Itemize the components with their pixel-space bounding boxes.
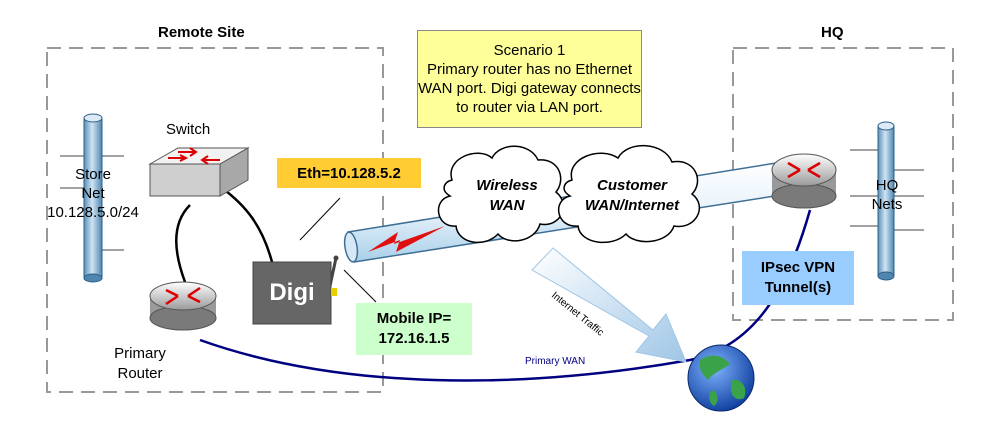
- ipsec-line-1: IPsec VPN: [760, 259, 836, 276]
- store-net-subnet: 10.128.5.0/24: [47, 204, 139, 221]
- customer-wan-line-2: WAN/Internet: [584, 197, 680, 214]
- switch-icon: [148, 147, 250, 197]
- primary-wan-label: Primary WAN: [525, 356, 586, 367]
- wireless-wan-cloud: [437, 145, 565, 244]
- primary-router-label: Primary Router: [100, 344, 180, 384]
- eth-address-badge: Eth=10.128.5.2: [277, 158, 421, 188]
- wireless-wan-label: Wireless WAN: [462, 176, 552, 216]
- store-net-line-1: Store: [75, 166, 111, 183]
- store-net-label: Store Net 10.128.5.0/24: [34, 165, 152, 222]
- remote-site-region: [46, 47, 384, 393]
- hq-nets-line-2: Nets: [871, 196, 903, 213]
- customer-wan-label: Customer WAN/Internet: [568, 176, 696, 216]
- store-net-line-2: Net: [81, 185, 105, 202]
- eth-pointer-line: [299, 197, 341, 241]
- ipsec-vpn-badge: IPsec VPN Tunnel(s): [742, 251, 854, 305]
- internet-traffic-arrow: [531, 247, 687, 363]
- wireless-wan-line-1: Wireless: [476, 177, 538, 194]
- hq-router-icon: [771, 153, 837, 209]
- switch-to-digi-cable: [221, 186, 274, 263]
- switch-to-router-cable: [175, 204, 191, 283]
- primary-router-icon: [149, 281, 217, 331]
- scenario-line-2: Primary router has no Ethernet: [426, 61, 633, 78]
- primary-router-line-1: Primary: [114, 345, 166, 362]
- digi-gateway-icon: [252, 255, 339, 325]
- ipsec-line-2: Tunnel(s): [764, 279, 832, 296]
- switch-label: Switch: [166, 121, 211, 138]
- internet-globe-icon: [687, 344, 755, 412]
- scenario-line-3: WAN port. Digi gateway connects: [418, 80, 641, 97]
- hq-nets-post: [850, 121, 924, 281]
- hq-nets-label: HQ Nets: [852, 176, 922, 214]
- store-net-post: [60, 113, 124, 283]
- scenario-note: Scenario 1 Primary router has no Etherne…: [417, 30, 642, 128]
- primary-router-line-2: Router: [117, 365, 163, 382]
- customer-wan-cloud: [557, 144, 701, 244]
- digi-device-label: Digi: [269, 279, 315, 306]
- scenario-line-1: Scenario 1: [493, 42, 566, 59]
- customer-wan-line-1: Customer: [596, 177, 667, 194]
- mobile-ip-line-2: 172.16.1.5: [378, 330, 450, 347]
- hq-nets-line-1: HQ: [875, 177, 899, 194]
- mobile-ip-pointer-line: [343, 269, 377, 303]
- hq-title: HQ: [821, 24, 844, 41]
- remote-site-title: Remote Site: [158, 24, 245, 41]
- wireless-wan-line-2: WAN: [489, 197, 525, 214]
- scenario-line-4: to router via LAN port.: [456, 99, 603, 116]
- mobile-ip-badge: Mobile IP= 172.16.1.5: [356, 303, 472, 355]
- mobile-ip-line-1: Mobile IP=: [376, 310, 452, 327]
